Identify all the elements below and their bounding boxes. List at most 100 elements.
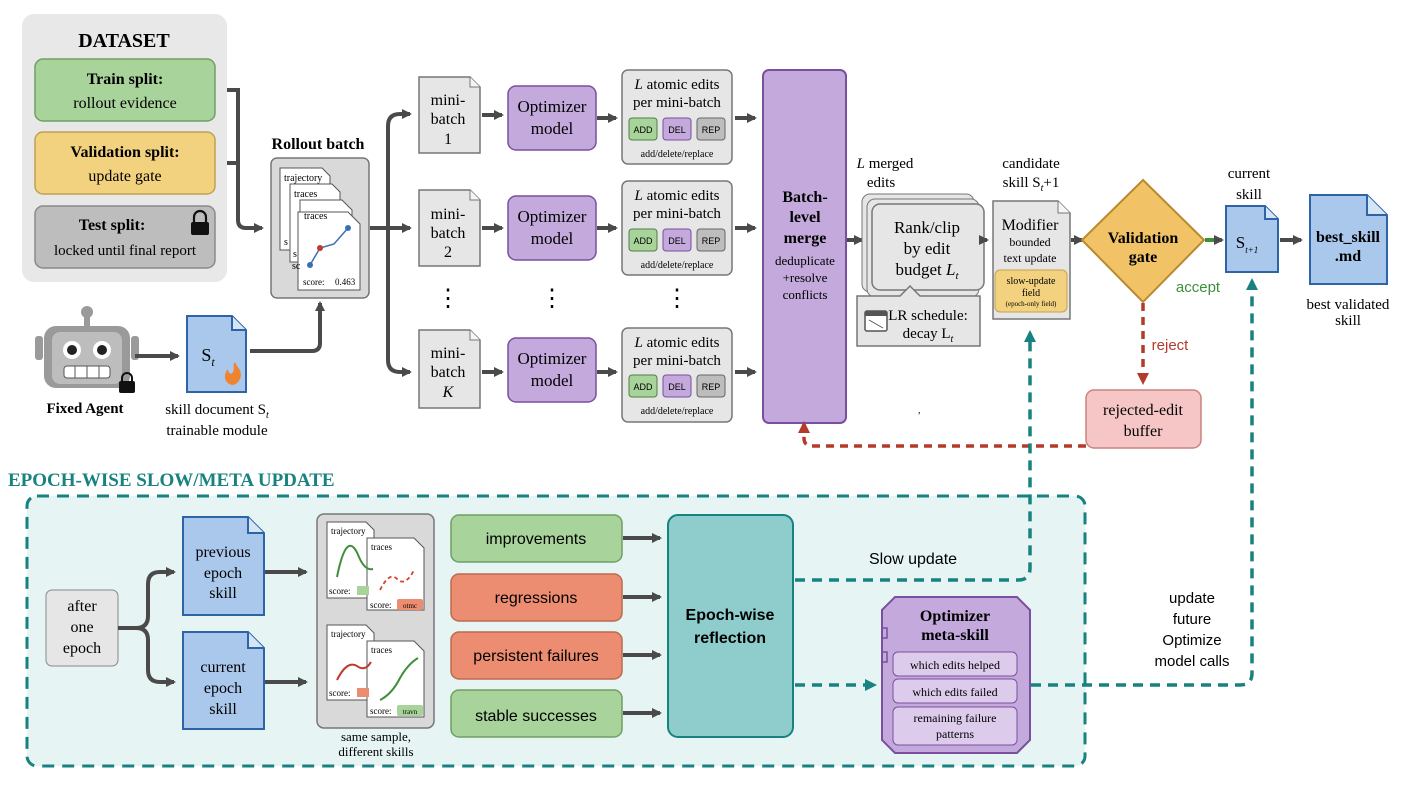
after-to-curr-arrow — [135, 626, 176, 687]
svg-text:St+1: St+1 — [1236, 233, 1259, 255]
edits-k-title2: per mini-batch — [633, 353, 721, 369]
cmp-bot-score2: score: — [370, 706, 392, 716]
future-l1: update — [1169, 590, 1215, 607]
slow-update-field — [994, 269, 1068, 313]
minibatch-2-l3: 2 — [444, 244, 452, 261]
optimizer-1-l1: Optimizer — [518, 97, 587, 116]
cmp-bot-score1: score: — [329, 688, 351, 698]
best-cap1: best validated — [1307, 297, 1390, 313]
chip-del-k: DEL — [668, 382, 686, 392]
dataset-panel: DATASET Train split: rollout evidence Va… — [22, 14, 227, 282]
test-split-sub: locked until final report — [54, 243, 197, 259]
minibatch-2-l2: batch — [431, 225, 466, 242]
bucket-improvements-label: improvements — [486, 531, 586, 548]
gate-l2: gate — [1129, 249, 1157, 266]
svg-text:budget Lt: budget Lt — [895, 260, 959, 282]
rollout-cut-letter-3: sc — [292, 261, 301, 272]
current-skill-l1: current — [1228, 166, 1271, 182]
merge-s1: deduplicate — [775, 253, 835, 268]
best-cap2: skill — [1335, 313, 1361, 329]
minibatch-k-l1: mini- — [431, 345, 466, 362]
previous-epoch-skill-doc — [182, 516, 265, 616]
chip-del-2: DEL — [668, 236, 686, 246]
svg-text:L atomic edits: L atomic edits — [634, 335, 720, 351]
cmp-top-traces: traces — [371, 542, 392, 552]
rejected-l1: rejected-edit — [1103, 402, 1184, 419]
meta-item-remaining — [892, 706, 1018, 746]
curr-l3: skill — [209, 701, 237, 718]
test-split-box — [34, 205, 216, 269]
optimizer-k-l1: Optimizer — [518, 349, 587, 368]
meta-item-3: remaining failure — [914, 711, 997, 725]
cmp-top-score2: score: — [370, 600, 392, 610]
future-l4: model calls — [1154, 653, 1229, 670]
chip-rep-1: REP — [702, 125, 721, 135]
svg-text:St: St — [201, 345, 215, 369]
optimizer-k-l2: model — [531, 371, 574, 390]
meta-item-2: which edits failed — [912, 685, 997, 699]
skill-document-icon — [186, 315, 247, 393]
cmp-tag-bottom: travn — [403, 708, 418, 716]
best-skill-l2: .md — [1335, 248, 1361, 265]
epoch-section-frame — [25, 494, 1087, 768]
accept-label: accept — [1176, 279, 1221, 296]
svg-text:L atomic edits: L atomic edits — [634, 188, 720, 204]
flame-icon — [224, 362, 241, 385]
optimizer-model-1 — [507, 85, 597, 151]
lock-icon — [191, 209, 209, 235]
lr-l1: LR schedule: — [888, 308, 968, 324]
optimizer-1-l2: model — [531, 119, 574, 138]
cmp-top-traj: trajectory — [331, 526, 366, 536]
current-epoch-skill-doc — [182, 631, 265, 730]
rejected-edit-buffer — [1085, 389, 1202, 449]
svg-text:skill St+1: skill St+1 — [1003, 175, 1060, 194]
gate-l1: Validation — [1108, 230, 1179, 247]
cmp-bot-traj: trajectory — [331, 629, 366, 639]
calendar-icon — [864, 310, 888, 332]
edits-2-title-l: L — [634, 188, 643, 204]
cmp-cap2: different skills — [338, 744, 413, 759]
merged-l3-sub: t — [955, 270, 959, 282]
merged-l2: by edit — [904, 239, 951, 258]
svg-text:skill document St: skill document St — [165, 402, 269, 421]
cmp-cap1: same sample, — [341, 729, 411, 744]
merged-edits-stack — [861, 193, 985, 298]
edits-1-title-l: L — [634, 77, 643, 93]
validation-split-box — [34, 131, 216, 195]
rollout-card1-label: trajectory — [284, 173, 322, 184]
minibatch-1-l1: mini- — [431, 92, 466, 109]
bucket-stable-label: stable successes — [475, 708, 597, 725]
optimizer-2-l1: Optimizer — [518, 207, 587, 226]
chip-rep-2: REP — [702, 236, 721, 246]
fanout-arrow-1 — [386, 109, 412, 228]
bucket-regressions-label: regressions — [495, 590, 578, 607]
bucket-stable-successes — [450, 689, 623, 738]
minibatch-k-l2: batch — [431, 364, 466, 381]
rollout-card3-label: traces — [304, 211, 327, 222]
candidate-title2-sub: t — [1041, 183, 1044, 194]
rollout-batch-title: Rollout batch — [272, 136, 365, 153]
modifier-l1: Modifier — [1002, 217, 1060, 234]
current-skill-document — [1225, 205, 1279, 273]
modifier-l3: text update — [1004, 251, 1057, 265]
chip-del-1: DEL — [668, 125, 686, 135]
slow-update-arrow — [795, 330, 1036, 582]
merged-title2: edits — [867, 175, 895, 191]
candidate-title1: candidate — [1002, 156, 1060, 172]
meta-item-4: patterns — [936, 727, 974, 741]
merged-l1: Rank/clip — [894, 218, 960, 237]
minibatch-2-l1: mini- — [431, 206, 466, 223]
dataset-to-rollout-arrow — [227, 88, 264, 233]
fanout-arrow-3 — [386, 228, 412, 377]
rejected-l2: buffer — [1124, 423, 1163, 440]
rollout-score-value: 0.463 — [335, 277, 356, 287]
stray-tick-mark: , — [918, 405, 921, 416]
rollout-batch-box — [270, 157, 370, 299]
test-split-title: Test split: — [79, 217, 146, 234]
current-skill-symbol: S — [1236, 233, 1245, 252]
train-split-sub: rollout evidence — [73, 95, 177, 112]
skill-doc-caption2: trainable module — [166, 423, 268, 439]
train-split-title: Train split: — [87, 71, 164, 88]
